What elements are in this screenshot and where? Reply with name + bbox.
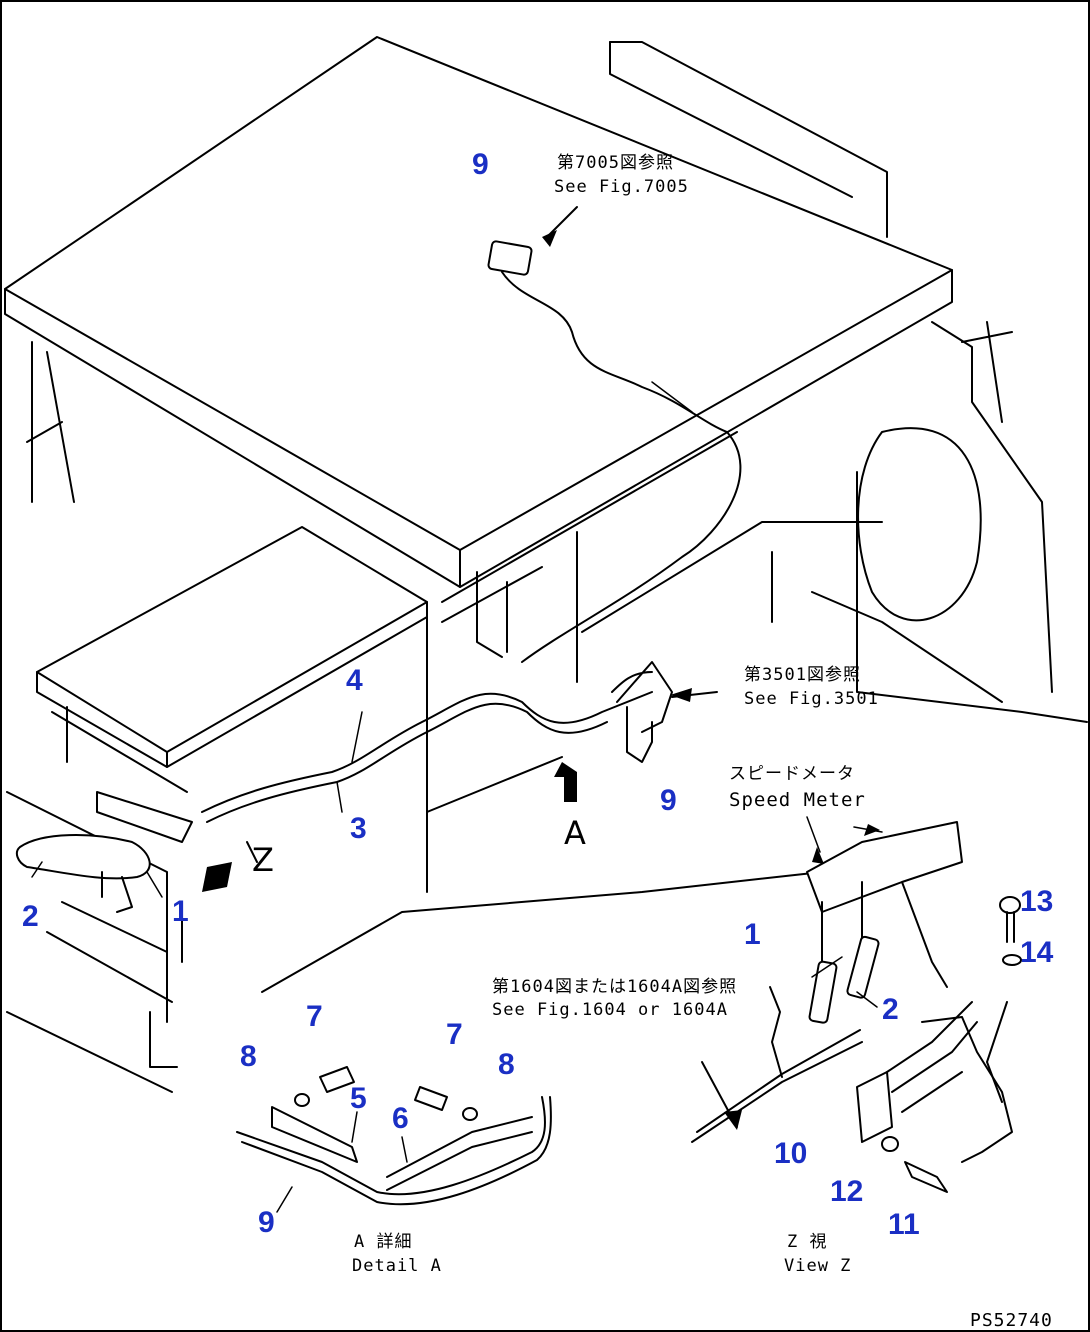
harness-routing bbox=[201, 661, 718, 823]
speed-meter-en: Speed Meter bbox=[729, 789, 866, 811]
detail-a-callout-5: 5 bbox=[350, 1082, 367, 1115]
lower-left-block bbox=[6, 526, 823, 1093]
ref-3501-jp: 第3501図参照 bbox=[744, 665, 861, 685]
view-z-jp: Z 視 bbox=[787, 1232, 828, 1252]
callout-9-top: 9 bbox=[472, 148, 489, 181]
view-z-callout-13: 13 bbox=[1020, 885, 1054, 918]
ref-1604-en: See Fig.1604 or 1604A bbox=[492, 1000, 728, 1020]
ref-7005-jp: 第7005図参照 bbox=[557, 153, 674, 173]
callout-2: 2 bbox=[22, 900, 39, 933]
view-z-callout-1: 1 bbox=[744, 918, 761, 951]
detail-a-callout-8-right: 8 bbox=[498, 1048, 515, 1081]
view-z-en: View Z bbox=[784, 1256, 852, 1276]
view-z-callout-12: 12 bbox=[830, 1175, 864, 1208]
callout-9-mid: 9 bbox=[660, 784, 677, 817]
detail-a-callout-6: 6 bbox=[392, 1102, 409, 1135]
detail-a-callout-7-left: 7 bbox=[306, 1000, 323, 1033]
speed-meter-jp: スピードメータ bbox=[729, 764, 855, 784]
view-z-callout-10: 10 bbox=[774, 1137, 808, 1170]
view-z-drawing bbox=[691, 816, 1022, 1193]
speedometer-cable bbox=[487, 206, 742, 663]
detail-a-en: Detail A bbox=[352, 1256, 442, 1276]
clamp-assembly bbox=[15, 711, 363, 913]
drawing-code: PS52740 bbox=[970, 1310, 1053, 1331]
detail-a-jp: A 詳細 bbox=[354, 1232, 413, 1252]
view-letter-a: A bbox=[564, 814, 586, 852]
detail-a-callout-8-left: 8 bbox=[240, 1040, 257, 1073]
view-letter-z: Z bbox=[252, 841, 274, 879]
ref-3501-en: See Fig.3501 bbox=[744, 689, 879, 709]
view-z-callout-11: 11 bbox=[888, 1208, 920, 1241]
ref-1604-jp: 第1604図または1604A図参照 bbox=[492, 977, 738, 997]
callout-1: 1 bbox=[172, 895, 189, 928]
detail-a-callout-7-right: 7 bbox=[446, 1018, 463, 1051]
upper-body bbox=[4, 36, 1088, 723]
view-z-callout-14: 14 bbox=[1020, 936, 1054, 969]
callout-3: 3 bbox=[350, 812, 367, 845]
detail-a-callout-9: 9 bbox=[258, 1206, 275, 1239]
detail-a-drawing bbox=[236, 1066, 552, 1213]
view-z-callout-2: 2 bbox=[882, 993, 899, 1026]
callout-4: 4 bbox=[346, 664, 363, 697]
ref-7005-en: See Fig.7005 bbox=[554, 177, 689, 197]
